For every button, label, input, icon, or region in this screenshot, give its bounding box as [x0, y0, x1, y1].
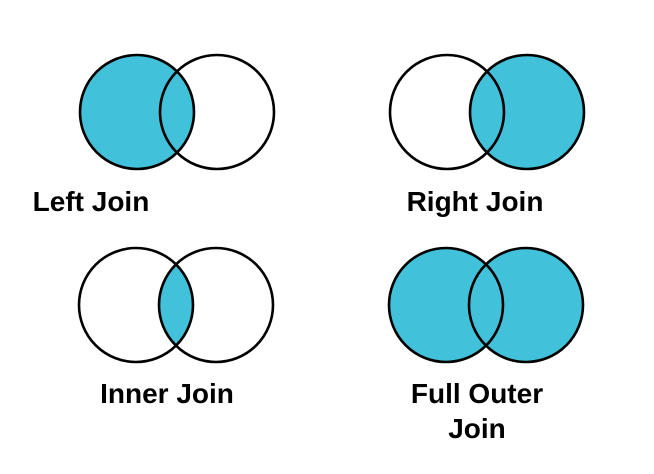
venn-diagram-left-join	[78, 53, 276, 171]
intersection-fill	[158, 264, 194, 346]
venn-diagram-inner-join	[77, 246, 275, 364]
panel-inner-join: Inner Join	[0, 237, 327, 474]
intersection-fill	[159, 71, 195, 153]
panel-right-join: Right Join	[327, 0, 654, 237]
venn-diagram-right-join	[388, 53, 586, 171]
right-circle-outline	[468, 53, 586, 171]
right-circle-outline	[467, 246, 585, 364]
left-circle-outline	[388, 53, 506, 171]
join-label-inner-join: Inner Join	[100, 378, 234, 409]
join-label-right-join: Right Join	[406, 186, 544, 217]
panel-full-outer-join: Full Outer Join	[327, 237, 654, 474]
left-circle-outline	[387, 246, 505, 364]
right-circle-outline	[158, 53, 276, 171]
join-label-full-outer-join: Full Outer Join	[410, 378, 544, 444]
left-circle-outline	[78, 53, 196, 171]
panel-left-join: Left Join	[0, 0, 327, 237]
venn-diagram-full-outer-join	[387, 246, 585, 364]
left-circle-fill	[389, 248, 503, 362]
right-circle-fill	[469, 248, 583, 362]
join-label-left-join: Left Join	[32, 186, 150, 217]
left-circle-outline	[77, 246, 195, 364]
right-circle-outline	[157, 246, 275, 364]
left-circle-fill	[80, 55, 194, 169]
intersection-fill	[469, 71, 505, 153]
right-circle-fill	[470, 55, 584, 169]
intersection-fill	[468, 264, 504, 346]
